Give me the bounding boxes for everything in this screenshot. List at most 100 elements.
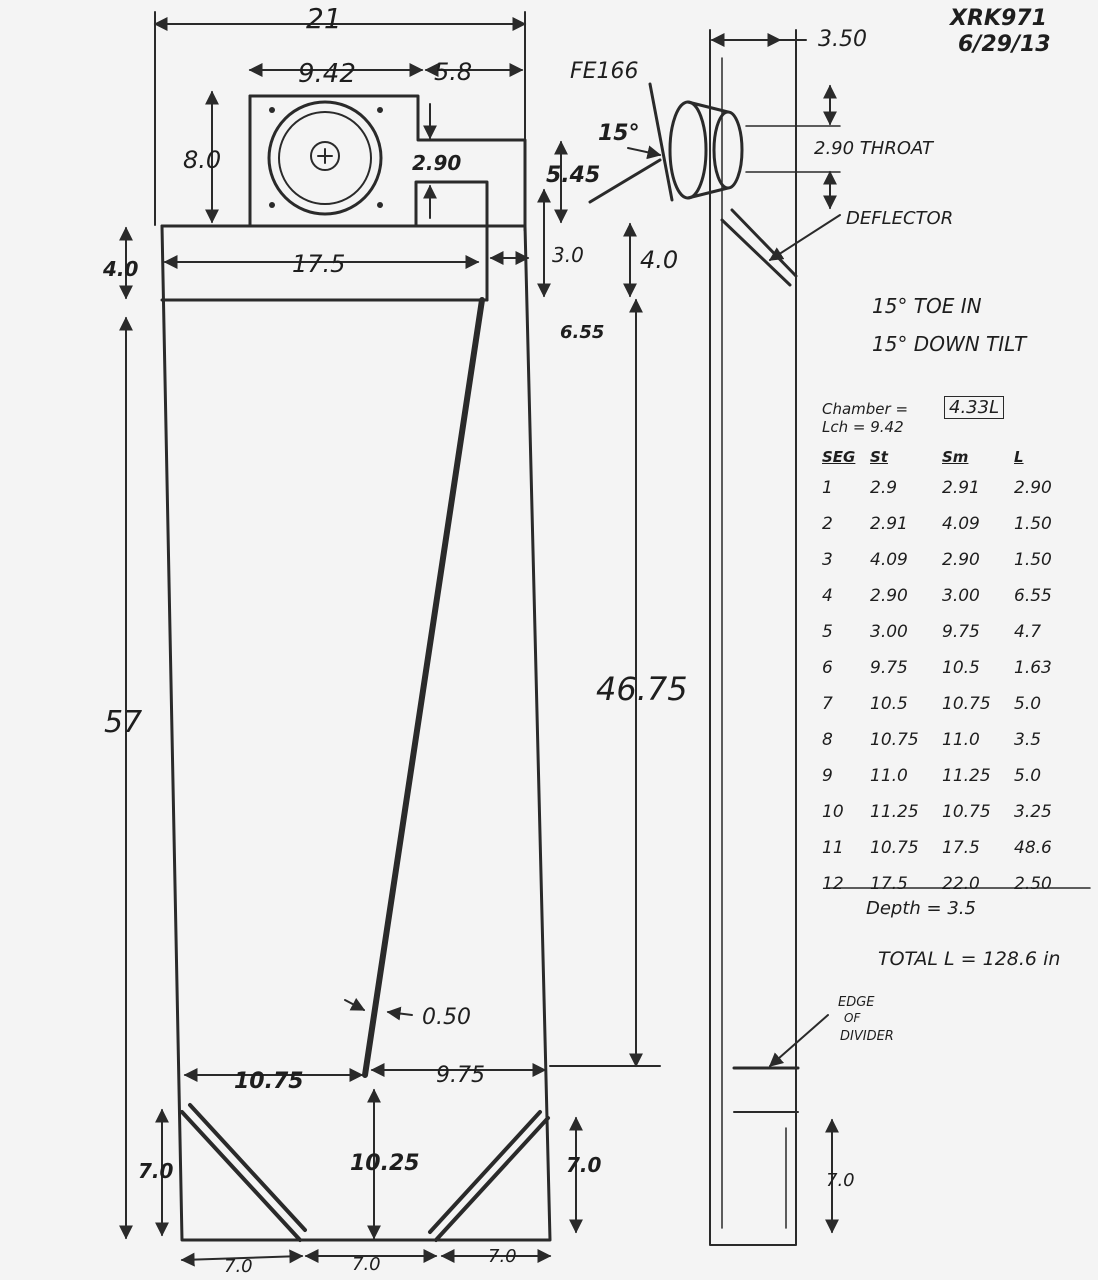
dim-rail-width: 17.5 [292, 250, 345, 278]
table-row: 1 2.9 2.91 2.90 [822, 470, 1092, 506]
dim-foot-left: 7.0 [138, 1159, 174, 1183]
table-cell: 10.75 [942, 694, 991, 714]
dim-side-gap-height: 4.0 [640, 246, 678, 274]
table-cell: 11 [822, 838, 844, 858]
deflector-board [720, 208, 798, 287]
table-cell: 2.90 [1014, 478, 1052, 498]
table-cell: 6.55 [1014, 586, 1052, 606]
dim-foot-right: 7.0 [566, 1153, 602, 1177]
toe-in-note: 15° TOE IN [872, 294, 982, 318]
table-cell: 5.0 [1014, 694, 1042, 714]
table-cell: 10 [822, 802, 844, 822]
divider-callout-2: OF [844, 1011, 861, 1025]
side-view [588, 29, 1091, 1246]
table-cell: 4 [822, 586, 833, 606]
dim-base-mid: 7.0 [352, 1254, 381, 1275]
dim-side-width: 3.50 [818, 27, 867, 52]
chamber-box-outline [248, 94, 527, 232]
table-cell: 9.75 [870, 658, 908, 678]
table-cell: 2 [822, 514, 833, 534]
divider-callout-1: EDGE [838, 995, 875, 1010]
dim-base-left: 7.0 [224, 1256, 253, 1277]
table-cell: 9 [822, 766, 833, 786]
dim-top-right: 5.8 [434, 58, 472, 86]
table-cell: 2.91 [870, 514, 908, 534]
table-cell: 10.75 [942, 802, 991, 822]
table-row: 2 2.91 4.09 1.50 [822, 506, 1092, 542]
table-cell: 6 [822, 658, 833, 678]
chamber-length: Lch = 9.42 [822, 418, 904, 436]
dim-bottom-left: 10.75 [234, 1069, 304, 1094]
table-cell: 1.50 [1014, 514, 1052, 534]
dim-base-right: 7.0 [488, 1246, 517, 1267]
divider-panel [362, 297, 485, 1078]
table-cell: 4.09 [942, 514, 980, 534]
col-header-st: St [870, 448, 888, 466]
dim-rail-height: 4.0 [102, 257, 139, 281]
table-cell: 12 [822, 874, 844, 894]
dim-top-left: 9.42 [298, 59, 356, 89]
drawing-date: 6/29/13 [958, 32, 1051, 57]
table-cell: 1 [822, 478, 833, 498]
table-cell: 10.5 [942, 658, 980, 678]
driver-model: FE166 [570, 59, 639, 84]
driver-angle: 15° [598, 121, 640, 146]
col-header-sm: Sm [942, 448, 969, 466]
table-cell: 3 [822, 550, 833, 570]
dim-side-foot: 7.0 [826, 1170, 855, 1191]
table-cell: 3.00 [942, 586, 980, 606]
dim-side-gap: 3.0 [552, 243, 584, 267]
table-cell: 10.5 [870, 694, 908, 714]
table-cell: 17.5 [870, 874, 908, 894]
deflector-callout: DEFLECTOR [846, 208, 953, 229]
table-cell: 1.50 [1014, 550, 1052, 570]
dim-inner-height: 46.75 [596, 670, 688, 708]
table-row: 9 11.0 11.25 5.0 [822, 758, 1092, 794]
table-cell: 10.75 [870, 838, 919, 858]
total-length: TOTAL L = 128.6 in [878, 948, 1061, 970]
table-cell: 3.00 [870, 622, 908, 642]
right-foot-deflector [434, 1116, 550, 1242]
table-cell: 9.75 [942, 622, 980, 642]
throat-channel [414, 180, 489, 302]
dim-center-height: 10.25 [350, 1151, 420, 1176]
dim-box-height: 8.0 [183, 146, 221, 174]
table-cell: 11.0 [870, 766, 908, 786]
dim-top-step: 5.45 [546, 163, 600, 188]
front-view [119, 11, 661, 1267]
dim-divider-thickness: 0.50 [422, 1005, 471, 1030]
table-row: 6 9.75 10.5 1.63 [822, 650, 1092, 686]
table-cell: 10.75 [870, 730, 919, 750]
table-cell: 11.25 [942, 766, 991, 786]
table-cell: 1.63 [1014, 658, 1052, 678]
table-cell: 3.25 [1014, 802, 1052, 822]
cabinet-body [160, 224, 552, 1242]
table-cell: 22.0 [942, 874, 980, 894]
table-cell: 48.6 [1014, 838, 1052, 858]
chamber-value: 4.33L [944, 396, 1005, 419]
table-cell: 5.0 [1014, 766, 1042, 786]
col-header-l: L [1014, 448, 1024, 466]
table-cell: 4.7 [1014, 622, 1042, 642]
dim-overall-width: 21 [306, 2, 342, 35]
dim-bottom-right: 9.75 [436, 1063, 485, 1088]
table-cell: 11.25 [870, 802, 919, 822]
driver-circle [267, 100, 383, 216]
table-cell: 11.0 [942, 730, 980, 750]
table-cell: 3.5 [1014, 730, 1042, 750]
down-tilt-note: 15° DOWN TILT [872, 332, 1027, 356]
chamber-label: Chamber = [822, 400, 909, 418]
side-driver [648, 82, 744, 202]
dim-body-height: 57 [104, 705, 142, 740]
table-cell: 2.91 [942, 478, 980, 498]
table-cell: 2.9 [870, 478, 898, 498]
side-panel-outline [709, 29, 797, 1246]
